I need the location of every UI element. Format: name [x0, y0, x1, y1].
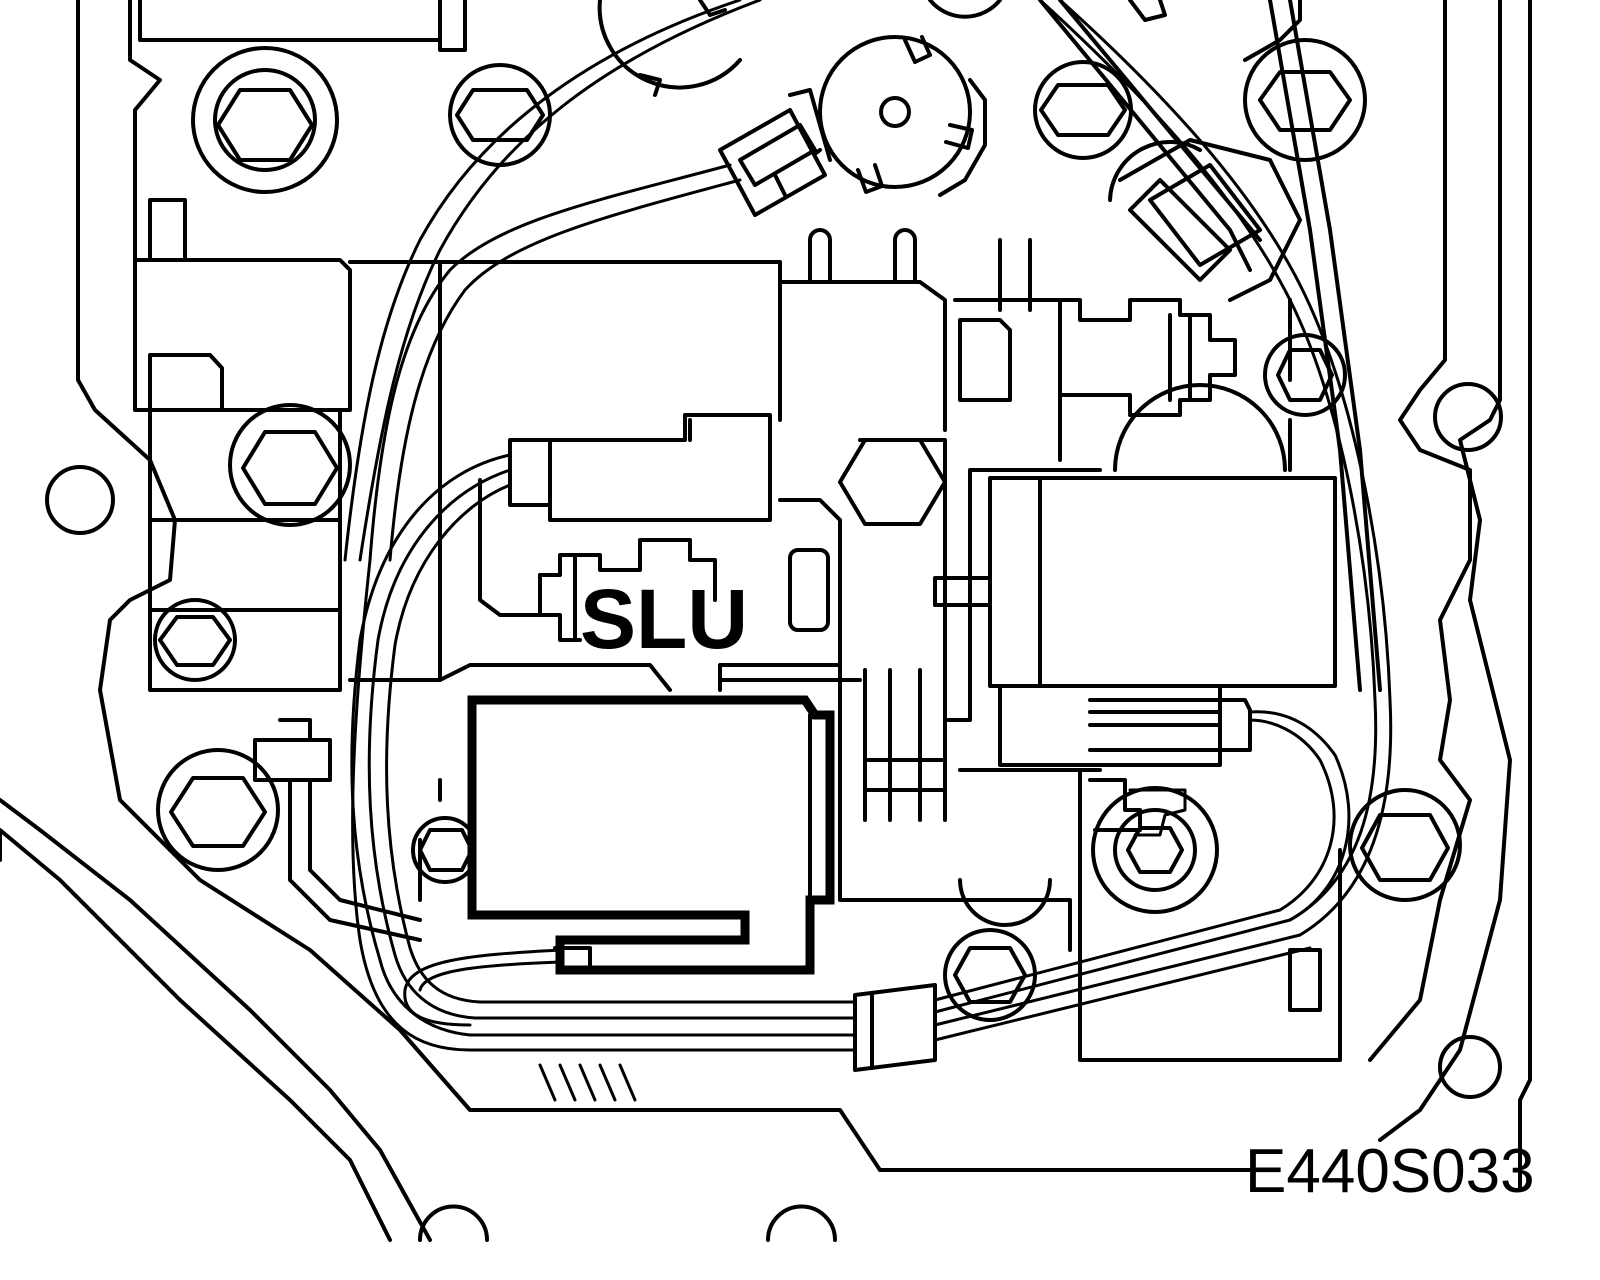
- slu-label: SLU: [580, 572, 748, 666]
- rotary-valve: [597, 0, 1167, 197]
- slu-solenoid-body: [467, 695, 835, 975]
- figure-code: E440S033: [1245, 1137, 1535, 1206]
- mounting-hole-icon: [45, 382, 1503, 1242]
- plunger-valve: [1058, 298, 1237, 417]
- slu-solenoid-valve: [538, 538, 830, 642]
- right-solenoid: [933, 383, 1337, 837]
- wire-connector-icon: [718, 88, 832, 217]
- wire-connector-icon: [853, 983, 937, 1072]
- valve-body-blocks: [133, 0, 1342, 1062]
- wire-harness: [343, 0, 1393, 1102]
- left-line-fitting: [253, 718, 422, 942]
- harness-clip: [1128, 178, 1232, 282]
- pan-outline: [0, 0, 1532, 1242]
- wire-connector-icon: [508, 413, 772, 522]
